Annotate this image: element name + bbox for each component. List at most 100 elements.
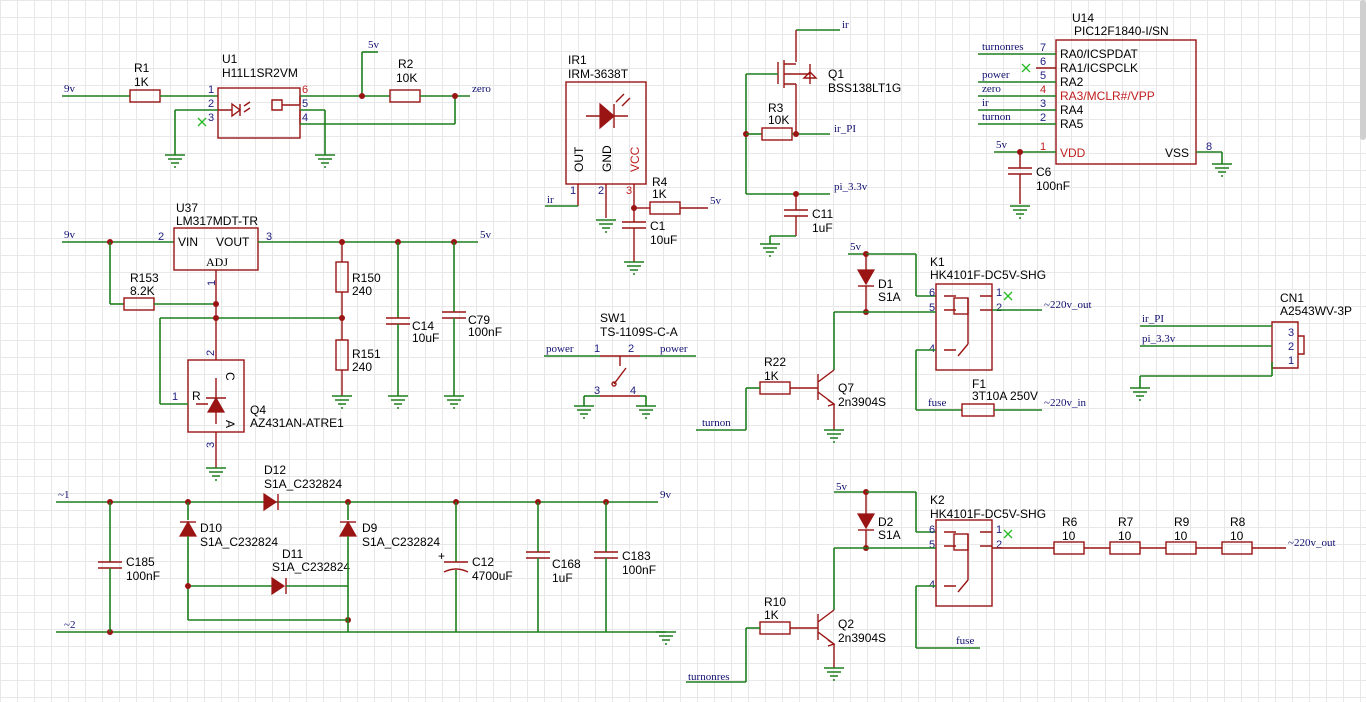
ref-d9: D9 bbox=[362, 521, 378, 535]
vertical-scrollbar[interactable] bbox=[1360, 0, 1366, 140]
net-label-5v: 5v bbox=[836, 481, 848, 493]
ref-c185: C185 bbox=[126, 555, 155, 569]
relay-contacts-icon bbox=[944, 295, 992, 357]
val-c11: 1uF bbox=[812, 221, 833, 235]
capacitor-c11[interactable] bbox=[784, 209, 808, 217]
pin-num: 4 bbox=[630, 385, 636, 397]
mosfet-q1[interactable] bbox=[777, 60, 818, 100]
val-r1: 1K bbox=[134, 75, 149, 89]
ref-d12: D12 bbox=[264, 463, 286, 477]
val-d12: S1A_C232824 bbox=[264, 477, 342, 491]
pin-num: 5 bbox=[929, 539, 935, 551]
block-rectifier: ~1 9v ~2 C185 100nF D12 S1A_C232824 D10 … bbox=[56, 463, 676, 645]
resistor-r10[interactable] bbox=[759, 621, 791, 635]
zener-symbol-icon bbox=[206, 396, 226, 413]
resistor-r22[interactable] bbox=[759, 381, 791, 395]
chip-u14[interactable] bbox=[1055, 39, 1197, 165]
val-q2: 2n3904S bbox=[838, 631, 886, 645]
val-k1: HK4101F-DC5V-SHG bbox=[930, 268, 1046, 282]
pin-num: 2 bbox=[628, 343, 634, 355]
capacitor-c14[interactable] bbox=[386, 317, 410, 325]
pin-num: 1 bbox=[206, 280, 218, 286]
net-label-9v: 9v bbox=[64, 229, 76, 241]
net-label-turnonres: turnonres bbox=[688, 671, 730, 683]
ref-c183: C183 bbox=[622, 549, 651, 563]
diode-d12[interactable] bbox=[263, 492, 278, 512]
val-c12: 4700uF bbox=[472, 569, 513, 583]
resistor-r153[interactable] bbox=[123, 297, 155, 311]
ref-c14: C14 bbox=[412, 319, 434, 333]
capacitor-c183[interactable] bbox=[594, 551, 618, 559]
val-f1: 3T10A 250V bbox=[972, 389, 1038, 403]
capacitor-c6[interactable] bbox=[1008, 167, 1032, 175]
chip-u1[interactable] bbox=[217, 87, 301, 139]
val-r6: 10 bbox=[1062, 529, 1076, 543]
diode-d1[interactable] bbox=[856, 269, 876, 286]
net-label-ir: ir bbox=[982, 97, 989, 109]
resistor-r3[interactable] bbox=[761, 127, 793, 141]
pin-name: VSS bbox=[1165, 146, 1189, 160]
pin-num: 2 bbox=[208, 98, 214, 110]
transistor-q7[interactable] bbox=[817, 369, 836, 407]
ref-d2: D2 bbox=[878, 515, 894, 529]
ref-r2: R2 bbox=[398, 57, 414, 71]
resistor-r9[interactable] bbox=[1165, 541, 1197, 555]
pin-num: 3 bbox=[1040, 98, 1046, 110]
push-switch-sw1[interactable] bbox=[600, 355, 640, 397]
transistor-q2[interactable] bbox=[817, 609, 836, 647]
resistor-r150[interactable] bbox=[335, 261, 349, 293]
relay-k2[interactable] bbox=[935, 519, 993, 607]
val-r153: 8.2K bbox=[130, 284, 155, 298]
resistor-r6[interactable] bbox=[1053, 541, 1085, 555]
resistor-r8[interactable] bbox=[1221, 541, 1253, 555]
capacitor-c12[interactable] bbox=[443, 561, 469, 573]
pin-name: C bbox=[223, 372, 237, 381]
ref-d11: D11 bbox=[282, 547, 303, 561]
diode-d9[interactable] bbox=[338, 520, 358, 537]
ref-r6: R6 bbox=[1062, 515, 1078, 529]
val-c6: 100nF bbox=[1036, 179, 1070, 193]
val-c168: 1uF bbox=[552, 571, 573, 585]
fuse-f1[interactable] bbox=[961, 403, 995, 417]
net-label-5v: 5v bbox=[710, 195, 722, 207]
pin-num: 6 bbox=[1040, 56, 1046, 68]
ir-rays-icon bbox=[586, 93, 631, 128]
pin-num: 2 bbox=[205, 350, 217, 356]
diode-d11[interactable] bbox=[271, 576, 286, 596]
diode-d10[interactable] bbox=[178, 520, 198, 537]
resistor-r2[interactable] bbox=[389, 89, 421, 103]
capacitor-c168[interactable] bbox=[526, 551, 550, 559]
ground-icon bbox=[824, 667, 844, 681]
pin-num: 3 bbox=[208, 112, 214, 124]
val-d9: S1A_C232824 bbox=[362, 535, 440, 549]
pin-name: R bbox=[192, 389, 201, 403]
val-c14: 10uF bbox=[412, 331, 439, 345]
resistor-r7[interactable] bbox=[1109, 541, 1141, 555]
pin-name: RA2 bbox=[1060, 75, 1084, 89]
ref-u1: U1 bbox=[222, 52, 238, 66]
net-label-5v: 5v bbox=[850, 241, 862, 253]
connector-cn1[interactable] bbox=[1271, 321, 1305, 369]
capacitor-c79[interactable] bbox=[442, 311, 466, 319]
ref-d10: D10 bbox=[200, 521, 222, 535]
net-label-9v: 9v bbox=[660, 489, 672, 501]
resistor-r151[interactable] bbox=[335, 339, 349, 371]
diode-d2[interactable] bbox=[856, 513, 876, 530]
block-u14: U14 PIC12F1840-I/SN RA0/ICSPDAT RA1/ICSP… bbox=[978, 11, 1232, 219]
ref-d1: D1 bbox=[878, 277, 894, 291]
capacitor-c185[interactable] bbox=[98, 561, 122, 569]
resistor-r1[interactable] bbox=[129, 89, 161, 103]
pin-name: A bbox=[223, 420, 237, 428]
val-c1: 10uF bbox=[650, 233, 677, 247]
relay-k1[interactable] bbox=[935, 283, 993, 371]
capacitor-c1[interactable] bbox=[622, 221, 646, 229]
pin-num: 6 bbox=[929, 287, 935, 299]
ref-r10: R10 bbox=[764, 595, 786, 609]
block-ir1: IR1 IRM-3638T OUT GND VCC 1 2 3 ir R4 1K… bbox=[545, 53, 722, 275]
ref-q2: Q2 bbox=[838, 617, 854, 631]
resistor-r4[interactable] bbox=[649, 201, 681, 215]
val-r4: 1K bbox=[652, 187, 667, 201]
ground-icon bbox=[656, 631, 676, 645]
